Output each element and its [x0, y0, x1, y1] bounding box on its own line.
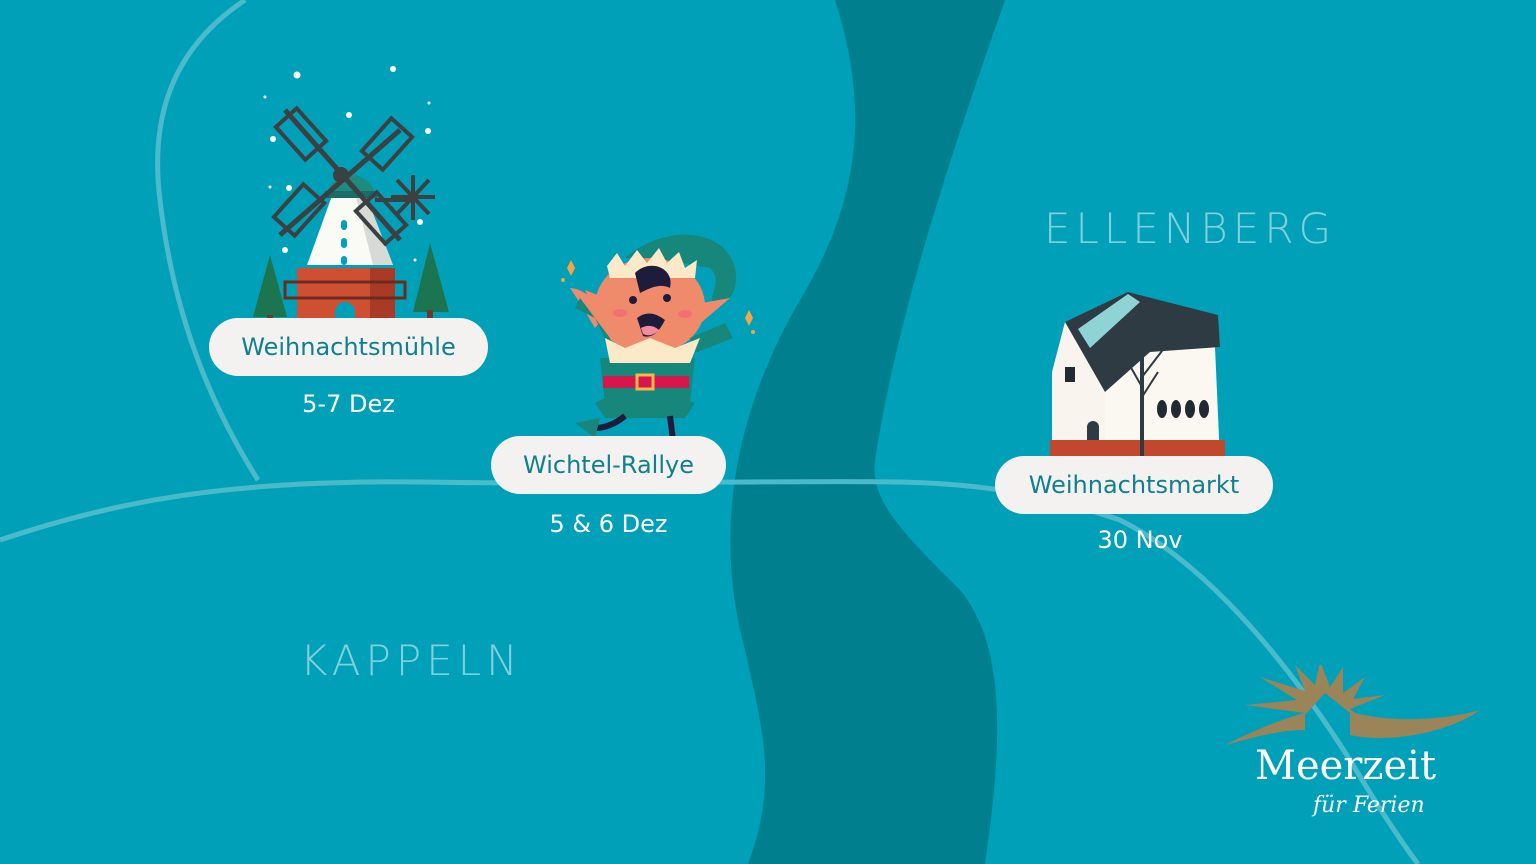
event-label-wichtel-rallye[interactable]: Wichtel-Rallye [491, 436, 726, 494]
event-date-wichtel-rallye: 5 & 6 Dez [549, 510, 668, 538]
church-icon [1050, 292, 1225, 460]
town-label-kappeln: KAPPELN [300, 636, 523, 685]
windmill-icon [253, 66, 449, 325]
road-north-loop [155, 0, 261, 482]
elf-icon [561, 234, 755, 441]
event-label-weihnachtsmarkt[interactable]: Weihnachtsmarkt [995, 456, 1273, 514]
river [730, 0, 1005, 864]
sunburst-icon [1225, 665, 1480, 745]
event-date-weihnachtsmarkt: 30 Nov [1097, 526, 1183, 554]
logo-tagline: für Ferien [1313, 793, 1425, 818]
event-date-weihnachtsmuehle: 5-7 Dez [302, 390, 395, 418]
event-label-weihnachtsmuehle[interactable]: Weihnachtsmühle [209, 318, 488, 376]
logo-wordmark: Meerzeit [1255, 743, 1437, 789]
town-label-ellenberg: ELLENBERG [1044, 204, 1337, 253]
meerzeit-logo: Meerzeit für Ferien [1225, 665, 1485, 835]
road-main [0, 479, 1421, 864]
